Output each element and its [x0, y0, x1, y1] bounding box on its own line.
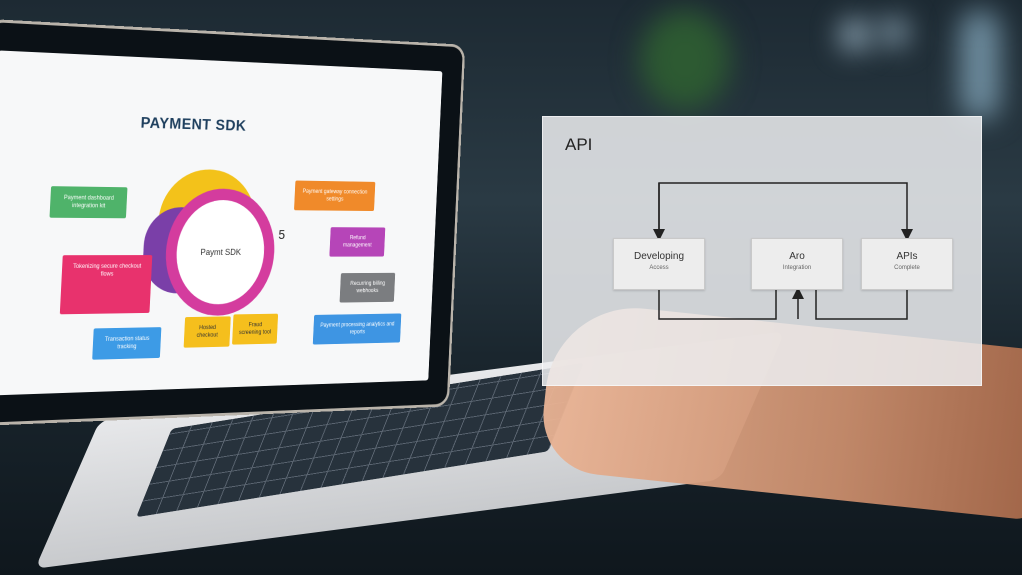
- box-pink: Tokenizing secure checkout flows: [60, 255, 153, 314]
- bokeh-light: [880, 18, 908, 46]
- node-developing: Developing Access: [613, 238, 705, 290]
- number-label: 5: [278, 227, 285, 242]
- node-subtitle: Integration: [752, 265, 842, 271]
- hub-label: Paymt SDK: [200, 247, 241, 257]
- plant-blur: [640, 10, 730, 110]
- node-title: Aro: [752, 251, 842, 262]
- node-subtitle: Complete: [862, 265, 952, 271]
- node-title: Developing: [614, 251, 704, 262]
- node-title: APIs: [862, 251, 952, 262]
- box-blue-left: Transaction status tracking: [92, 327, 161, 360]
- laptop-screen: PAYMENT SDK Paymt SDK 5 Payment dashboar…: [0, 50, 442, 395]
- api-diagram-overlay: API Developing Access Aro Integration AP…: [542, 116, 982, 386]
- sdk-title: PAYMENT SDK: [140, 115, 246, 135]
- box-green: Payment dashboard integration kit: [49, 186, 127, 218]
- box-blue-right: Payment processing analytics and reports: [313, 313, 402, 344]
- box-yellow-1: Hosted checkout: [184, 316, 231, 347]
- node-subtitle: Access: [614, 265, 704, 271]
- node-aro: Aro Integration: [751, 238, 843, 290]
- node-apis: APIs Complete: [861, 238, 953, 290]
- laptop-lid: PAYMENT SDK Paymt SDK 5 Payment dashboar…: [0, 22, 463, 423]
- window-blur: [960, 10, 1000, 120]
- box-magenta: Refund management: [329, 227, 385, 256]
- box-orange: Payment gateway connection settings: [294, 181, 375, 212]
- box-gray: Recurring billing webhooks: [340, 273, 396, 303]
- bokeh-light: [840, 20, 870, 50]
- box-yellow-2: Fraud screening tool: [232, 314, 278, 345]
